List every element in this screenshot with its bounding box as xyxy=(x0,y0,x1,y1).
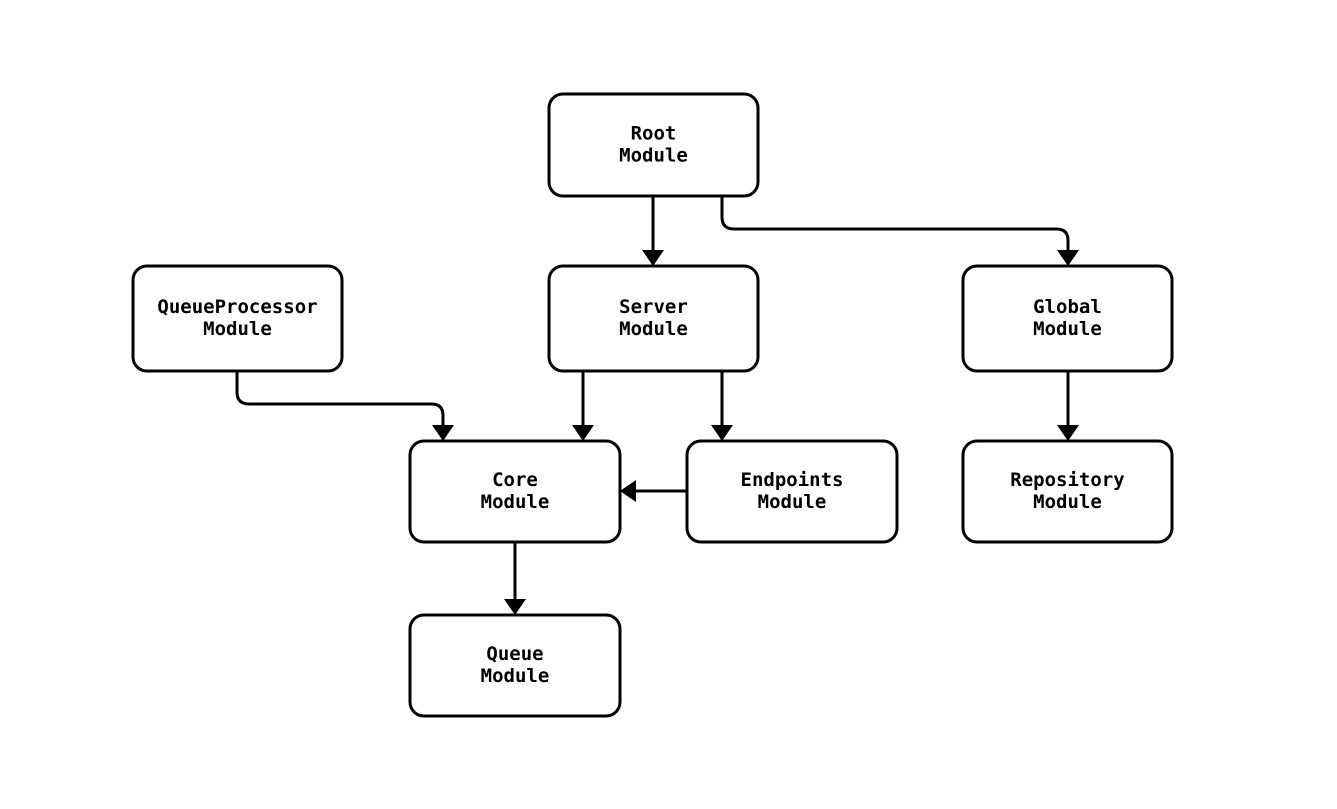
queue-module-node-box[interactable] xyxy=(408,613,622,718)
edge-endpoints-to-core xyxy=(620,480,687,502)
edge-queueprocessor-to-core xyxy=(235,371,454,441)
edge-global-to-repository xyxy=(1057,371,1079,441)
queue-module-node-label-line2: Module xyxy=(481,665,550,687)
edge-server-to-endpoints xyxy=(711,371,733,441)
edge-queueprocessor-to-core-line xyxy=(235,371,445,427)
edge-root-to-server-arrowhead-icon xyxy=(642,250,664,266)
edge-queueprocessor-to-core-arrowhead-icon xyxy=(432,425,454,441)
global-module-node-label-line2: Module xyxy=(1033,318,1102,340)
server-module-node-label-line2: Module xyxy=(619,318,688,340)
edge-root-to-global xyxy=(720,196,1079,266)
edge-endpoints-to-core-arrowhead-icon xyxy=(620,480,636,502)
queueprocessor-module-node-label-line1: QueueProcessor xyxy=(157,296,317,318)
core-module-node-label-line2: Module xyxy=(481,491,550,513)
root-module-node-label-line1: Root xyxy=(631,123,677,145)
edge-core-to-queue xyxy=(504,542,526,615)
edge-global-to-repository-arrowhead-icon xyxy=(1057,425,1079,441)
global-module-node-label-line1: Global xyxy=(1033,296,1102,318)
endpoints-module-node-label-line1: Endpoints xyxy=(741,469,844,491)
server-module-node-box[interactable] xyxy=(547,264,760,373)
endpoints-module-node-box[interactable] xyxy=(685,439,899,544)
edge-server-to-endpoints-arrowhead-icon xyxy=(711,425,733,441)
repository-module-node-label-line1: Repository xyxy=(1010,469,1124,491)
queueprocessor-module-node-label-line2: Module xyxy=(203,318,272,340)
repository-module-node-label-line2: Module xyxy=(1033,491,1102,513)
edge-server-to-core xyxy=(572,371,594,441)
edge-server-to-core-arrowhead-icon xyxy=(572,425,594,441)
nodes-layer: RootModuleQueueProcessorModuleServerModu… xyxy=(131,92,1174,718)
edge-root-to-server xyxy=(642,196,664,266)
queue-module-node-label-line1: Queue xyxy=(486,643,543,665)
core-module-node-label-line1: Core xyxy=(492,469,538,491)
core-module-node-box[interactable] xyxy=(408,439,622,544)
edge-core-to-queue-arrowhead-icon xyxy=(504,599,526,615)
edges-layer xyxy=(235,196,1079,615)
global-module-node-box[interactable] xyxy=(961,264,1174,373)
repository-module-node-box[interactable] xyxy=(961,439,1174,544)
root-module-node-box[interactable] xyxy=(547,92,760,198)
endpoints-module-node-label-line2: Module xyxy=(758,491,827,513)
queueprocessor-module-node-box[interactable] xyxy=(131,264,344,373)
root-module-node-label-line2: Module xyxy=(619,145,688,167)
edge-root-to-global-line xyxy=(720,196,1070,252)
edge-root-to-global-arrowhead-icon xyxy=(1057,250,1079,266)
server-module-node-label-line1: Server xyxy=(619,296,688,318)
